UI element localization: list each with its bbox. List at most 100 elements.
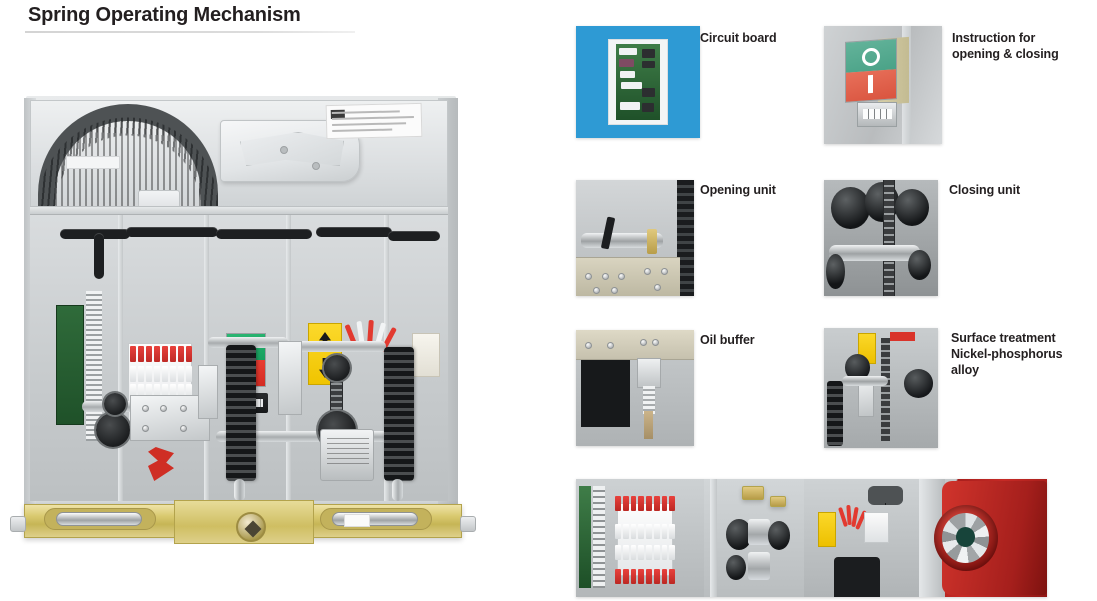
opening-spring (384, 347, 414, 481)
spring-rod (392, 479, 403, 501)
red-latch-lever (148, 447, 174, 481)
racking-hub[interactable] (236, 512, 266, 542)
cam-disc (903, 368, 934, 398)
wiring-harness (216, 229, 312, 239)
strip-pane-vacuum-interrupter[interactable] (919, 479, 1047, 597)
warning-label-line (331, 110, 400, 115)
opening-spring (827, 380, 844, 446)
wiring-harness (868, 486, 903, 505)
feature-label-oil-buffer: Oil buffer (700, 333, 755, 347)
lever-secondary-pin (312, 162, 320, 170)
rail-serial-label (344, 514, 370, 527)
closed-symbol-icon (868, 75, 874, 94)
oil-buffer-thumbnail[interactable] (576, 330, 694, 446)
cabinet-side-label (66, 156, 120, 169)
bearing (908, 249, 932, 280)
cam-disc (894, 189, 929, 227)
mechanism-bays (30, 215, 448, 501)
circuit-board-thumbnail[interactable] (576, 26, 700, 138)
main-shaft (216, 431, 388, 442)
cabinet-mid-rail (30, 206, 448, 215)
closing-unit-thumbnail[interactable] (824, 180, 938, 296)
drum (748, 519, 770, 546)
auxiliary-relay (412, 333, 440, 377)
brass-fitting (770, 495, 786, 508)
pulley (726, 519, 752, 550)
cam-disc (104, 393, 126, 415)
strip-pane-terminal-blocks[interactable] (576, 479, 704, 597)
pulley (726, 554, 746, 581)
carry-handle[interactable] (56, 512, 142, 526)
title-divider (25, 31, 355, 33)
bay-divider (118, 215, 123, 501)
main-product-photo (8, 88, 478, 558)
feature-label-circuit-board: Circuit board (700, 31, 777, 45)
bay-divider (204, 215, 209, 501)
strip-pane-control-wiring[interactable] (804, 479, 919, 597)
page-title: Spring Operating Mechanism (28, 4, 301, 26)
counter-window (862, 108, 892, 120)
pcb-board (615, 43, 661, 121)
plate-bolt (142, 405, 149, 412)
buffer-spring (643, 385, 656, 414)
feature-oil-buffer: Oil buffer (576, 330, 1076, 450)
plate-bolt (142, 425, 149, 432)
contact-bore (956, 527, 976, 548)
wiring-harness-drop (94, 233, 104, 279)
cabinet-post (710, 479, 717, 597)
control-pcb (578, 486, 592, 588)
closing-spring (226, 345, 256, 481)
mechanism-shadow (833, 556, 880, 597)
open-close-plate (845, 38, 898, 104)
operation-counter (857, 101, 898, 128)
cam-disc (96, 413, 130, 447)
motor-rating-plate (327, 438, 369, 466)
opening-unit-thumbnail[interactable] (576, 180, 694, 296)
feature-surface-treatment: Surface treatment Nickel-phosphorus allo… (824, 328, 1097, 450)
plate-bolt (160, 405, 167, 412)
oil-buffer-body (637, 357, 661, 388)
wiring-harness (316, 227, 392, 237)
terminal-comb (592, 486, 606, 588)
dark-recess (580, 360, 631, 428)
direction-label (817, 512, 837, 548)
warning-label-line (332, 122, 407, 127)
bearing (826, 254, 845, 290)
surface-treatment-thumbnail[interactable] (824, 328, 938, 448)
drive-shaft (282, 341, 386, 352)
plate-bolt (180, 405, 187, 412)
pulley (768, 521, 790, 550)
instruction-thumbnail[interactable] (824, 26, 942, 144)
wiring-harness (388, 231, 440, 241)
feature-opening-unit: Opening unit (576, 180, 1076, 300)
plate-bolt (180, 425, 187, 432)
terminal-block (863, 512, 890, 543)
trip-link (198, 365, 218, 419)
lever-pivot-pin (280, 146, 288, 154)
drum (748, 552, 770, 581)
warning-label (325, 102, 423, 140)
brass-fitting (742, 486, 764, 501)
cam-disc (830, 186, 870, 229)
chain-sprocket (324, 355, 350, 381)
feature-label-instruction: Instruction for opening & closing (952, 31, 1059, 61)
trip-link (278, 341, 302, 415)
buffer-rod (644, 411, 653, 440)
bottom-detail-strip (576, 479, 1047, 597)
feature-label-opening-unit: Opening unit (700, 183, 776, 197)
warning-label-line (332, 128, 393, 133)
shaft (842, 376, 888, 386)
red-marking (890, 331, 916, 342)
drive-chain (883, 180, 895, 296)
terminal-block (616, 502, 674, 576)
spring-rod (234, 479, 245, 501)
rail-end-nub (460, 516, 476, 532)
charging-motor (320, 429, 374, 481)
strip-pane-mechanism-pulleys[interactable] (704, 479, 804, 597)
brass-collar (646, 228, 658, 255)
linkage-plate (130, 395, 210, 441)
feature-instruction-opening-closing: Instruction for opening & closing (824, 26, 1097, 146)
control-pcb (56, 305, 84, 425)
feature-label-surface-treatment: Surface treatment Nickel-phosphorus allo… (951, 331, 1063, 377)
